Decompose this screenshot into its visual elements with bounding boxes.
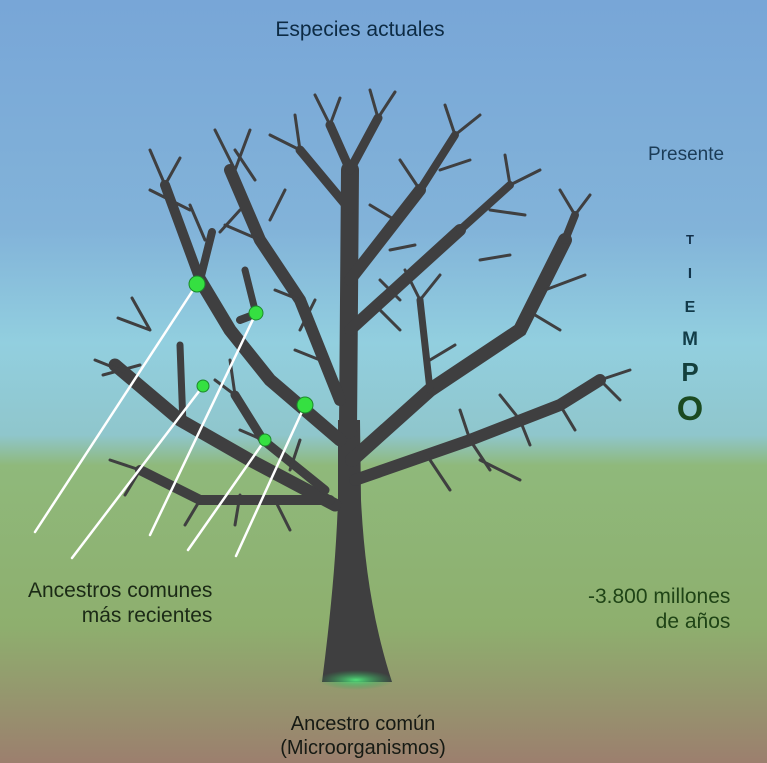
- time-letter: O: [668, 390, 712, 429]
- recent-ancestors-label: Ancestros comunes más recientes: [28, 578, 212, 628]
- time-letter: E: [668, 299, 712, 317]
- root-glow: [318, 670, 394, 690]
- present-label: Presente: [648, 144, 724, 166]
- common-ancestor-line2: (Microorganismos): [238, 736, 488, 760]
- common-ancestor-line1: Ancestro común: [238, 712, 488, 736]
- past-time-label: -3.800 millones de años: [588, 584, 730, 634]
- node-star-icon: [197, 380, 209, 392]
- common-ancestor-label: Ancestro común (Microorganismos): [238, 712, 488, 760]
- recent-ancestors-line2: más recientes: [28, 603, 212, 628]
- recent-ancestors-line1: Ancestros comunes: [28, 578, 212, 603]
- past-time-line2: de años: [588, 609, 730, 634]
- time-letter: I: [668, 265, 712, 282]
- time-letter: P: [668, 357, 712, 388]
- time-letter: T: [668, 232, 712, 247]
- past-time-line1: -3.800 millones: [588, 584, 730, 609]
- time-letter: M: [668, 329, 712, 351]
- node-star-icon: [259, 434, 271, 446]
- node-star-icon: [189, 276, 205, 292]
- current-species-label: Especies actuales: [0, 18, 720, 42]
- node-star-icon: [249, 306, 263, 320]
- node-star-icon: [297, 397, 313, 413]
- time-axis-word: T I E M P O: [668, 232, 712, 429]
